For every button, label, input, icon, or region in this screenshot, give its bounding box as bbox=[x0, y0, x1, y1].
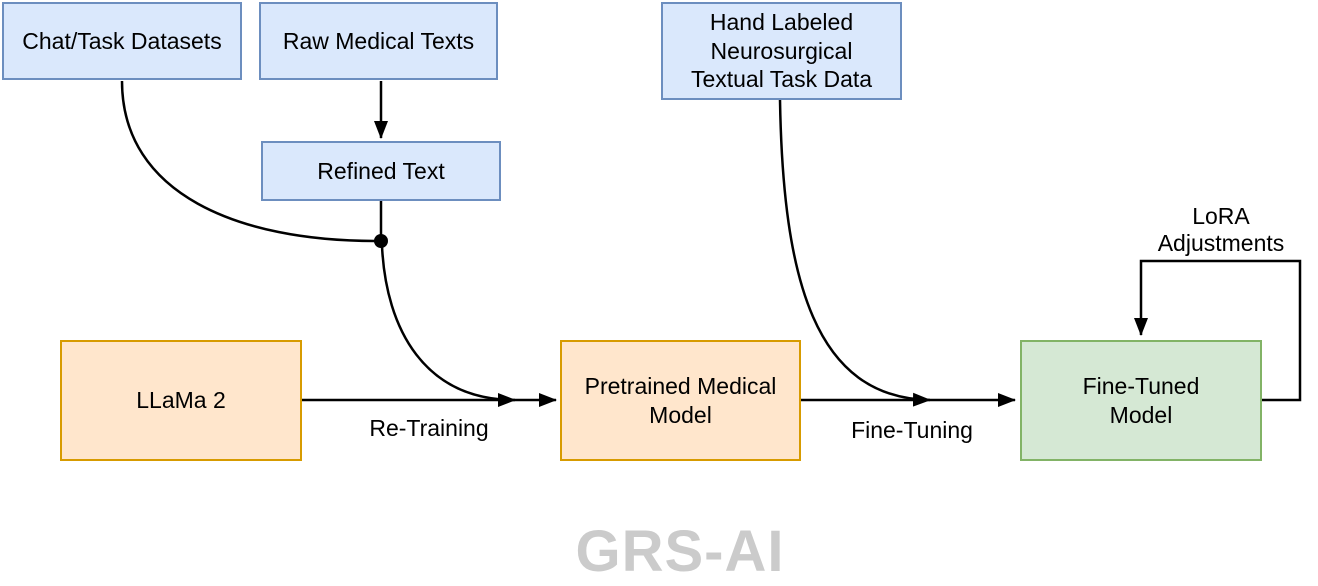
junction-dot bbox=[374, 234, 388, 248]
edge-junction-to-retraining bbox=[380, 245, 516, 407]
edge-handlabeled-to-finetuning bbox=[778, 99, 931, 407]
node-hand-labeled-data: Hand Labeled Neurosurgical Textual Task … bbox=[661, 2, 902, 100]
edge-label-re-training: Re-Training bbox=[369, 415, 489, 441]
watermark-grs-ai: GRS-AI bbox=[575, 519, 785, 584]
node-refined-text: Refined Text bbox=[261, 141, 501, 201]
node-pretrained-medical-model: Pretrained Medical Model bbox=[560, 340, 801, 461]
edge-label-lora-adjustments: LoRA Adjustments bbox=[1157, 203, 1285, 257]
node-fine-tuned-model: Fine-Tuned Model bbox=[1020, 340, 1262, 461]
edge-lora-loop bbox=[1134, 259, 1302, 402]
node-llama-2: LLaMa 2 bbox=[60, 340, 302, 461]
edge-label-fine-tuning: Fine-Tuning bbox=[851, 417, 973, 443]
node-raw-medical-texts: Raw Medical Texts bbox=[259, 2, 498, 80]
edge-chat-to-junction bbox=[120, 80, 376, 243]
node-chat-task-datasets: Chat/Task Datasets bbox=[2, 2, 242, 80]
